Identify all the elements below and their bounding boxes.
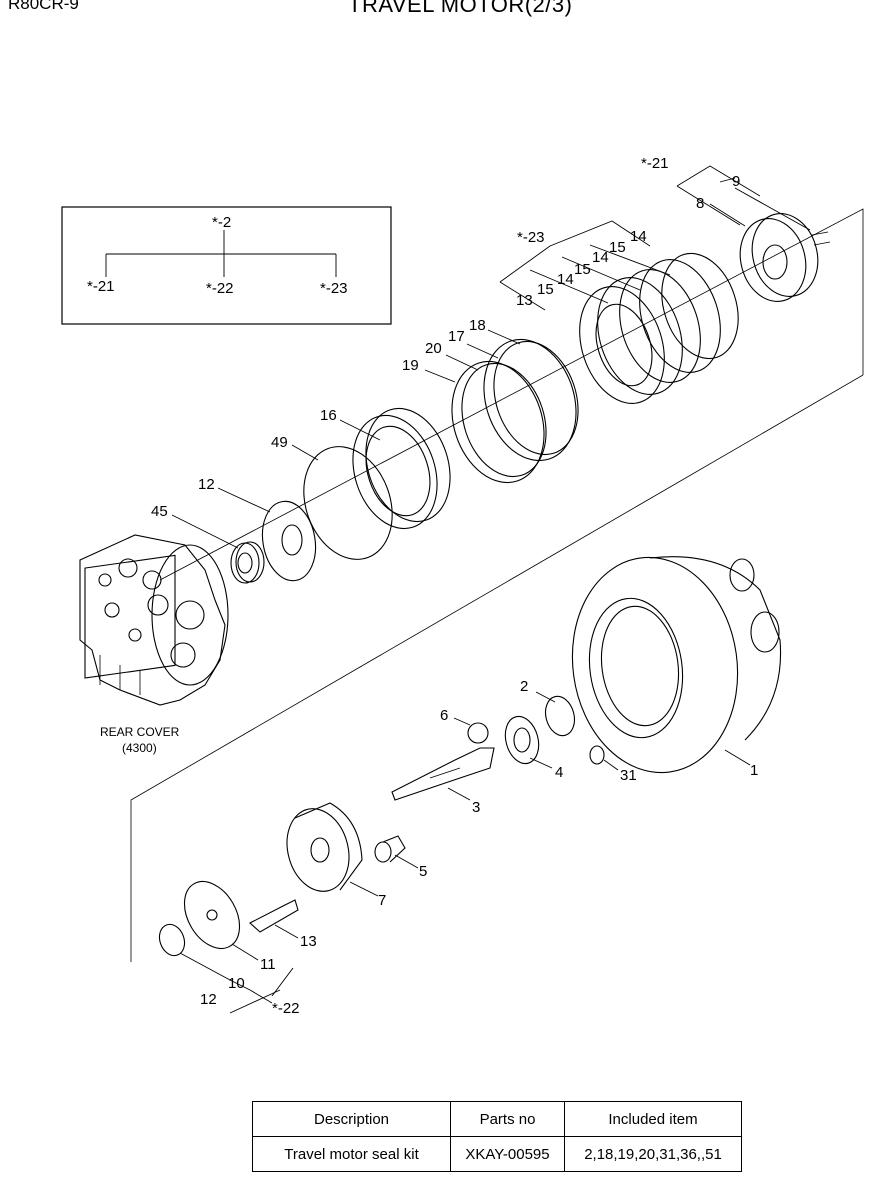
legend-middle-label: *-22 — [206, 280, 234, 297]
bearing-4 — [504, 715, 540, 765]
label-12-top: 12 — [198, 476, 215, 493]
o-ring-49 — [303, 446, 393, 560]
label-14-b: 14 — [592, 249, 609, 266]
cell-included-item: 2,18,19,20,31,36,,51 — [564, 1136, 742, 1172]
seal-2 — [544, 695, 576, 737]
spring-5 — [374, 835, 406, 863]
brake-disc-pack — [579, 252, 739, 404]
rear-cover-code: (4300) — [122, 741, 157, 755]
label-20: 20 — [425, 340, 442, 357]
legend-top-label: *-2 — [212, 214, 231, 231]
seal-kit-table: Description Parts no Included item Trave… — [252, 1101, 742, 1172]
header-parts-no: Parts no — [450, 1101, 565, 1137]
table-row: Travel motor seal kit XKAY-00595 2,18,19… — [252, 1136, 742, 1172]
legend-left-label: *-21 — [87, 278, 115, 295]
drive-shaft-3 — [391, 747, 495, 801]
label-16: 16 — [320, 407, 337, 424]
label-21-top: *-21 — [641, 155, 669, 172]
label-10: 10 — [228, 975, 245, 992]
perspective-frame — [130, 208, 864, 962]
label-4: 4 — [555, 764, 563, 781]
page-title: TRAVEL MOTOR(2/3) — [348, 0, 573, 17]
label-15-c: 15 — [537, 281, 554, 298]
plate-12 — [261, 500, 317, 582]
label-9: 9 — [732, 173, 740, 190]
label-45: 45 — [151, 503, 168, 520]
valve-plate-8 — [739, 213, 831, 302]
label-31: 31 — [620, 767, 637, 784]
label-14-a: 14 — [630, 228, 647, 245]
piston-13 — [249, 899, 299, 933]
label-8: 8 — [696, 195, 704, 212]
label-3: 3 — [472, 799, 480, 816]
ball-6 — [467, 722, 489, 744]
label-5: 5 — [419, 863, 427, 880]
ring-10 — [158, 923, 186, 957]
label-14-c: 14 — [557, 271, 574, 288]
label-13-bottom: 13 — [300, 933, 317, 950]
label-12-bottom: 12 — [200, 991, 217, 1008]
table-header-row: Description Parts no Included item — [252, 1101, 742, 1137]
rear-cover — [79, 534, 229, 706]
kit-legend-box: *-2 *-21 *-22 *-23 — [61, 206, 392, 325]
label-2: 2 — [520, 678, 528, 695]
header-included-item: Included item — [564, 1101, 742, 1137]
seal-rings-17-20 — [451, 338, 579, 484]
label-15-a: 15 — [609, 239, 626, 256]
label-18: 18 — [469, 317, 486, 334]
cylinder-block-7 — [286, 802, 363, 892]
label-15-b: 15 — [574, 261, 591, 278]
cell-parts-no: XKAY-00595 — [450, 1136, 565, 1172]
cell-description: Travel motor seal kit — [252, 1136, 451, 1172]
legend-right-label: *-23 — [320, 280, 348, 297]
o-ring-31 — [589, 745, 605, 765]
label-11: 11 — [260, 956, 276, 973]
label-7: 7 — [378, 892, 386, 909]
leader-lines — [171, 165, 811, 1014]
header-description: Description — [252, 1101, 451, 1137]
label-17: 17 — [448, 328, 465, 345]
label-19: 19 — [402, 357, 419, 374]
label-23: *-23 — [517, 229, 545, 246]
model-name: R80CR-9 — [8, 0, 79, 13]
label-1: 1 — [750, 762, 758, 779]
rear-cover-name: REAR COVER — [100, 725, 180, 739]
label-22-bottom: *-22 — [272, 1000, 300, 1017]
part-number-labels: *-21 9 8 *-23 14 15 14 15 14 15 13 18 17… — [151, 155, 758, 1017]
retainer-plate-11 — [183, 881, 241, 949]
label-6: 6 — [440, 707, 448, 724]
label-13-top: 13 — [516, 292, 533, 309]
bearing-45 — [230, 541, 265, 584]
motor-housing-1 — [571, 556, 782, 774]
piston-16 — [352, 407, 451, 530]
label-49: 49 — [271, 434, 288, 451]
